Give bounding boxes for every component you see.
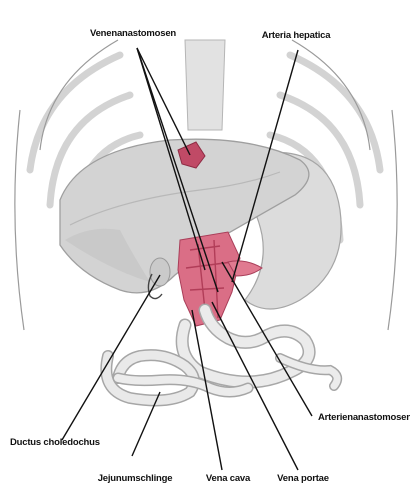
leader-venenanastomosen-1	[137, 48, 190, 155]
label-arteria-hepatica: Arteria hepatica	[262, 30, 331, 41]
gallbladder	[150, 258, 170, 286]
label-ductus-choledochus: Ductus choledochus	[10, 437, 100, 448]
label-vena-portae: Vena portae	[277, 473, 329, 484]
sternum	[185, 40, 225, 130]
label-vena-cava: Vena cava	[206, 473, 250, 484]
label-jejunumschlinge: Jejunumschlinge	[98, 473, 173, 484]
hilum-vessels	[178, 232, 262, 326]
label-venenanastomosen: Venenanastomosen	[90, 28, 176, 39]
label-arterienanastomosen: Arterienanastomosen	[318, 412, 410, 423]
